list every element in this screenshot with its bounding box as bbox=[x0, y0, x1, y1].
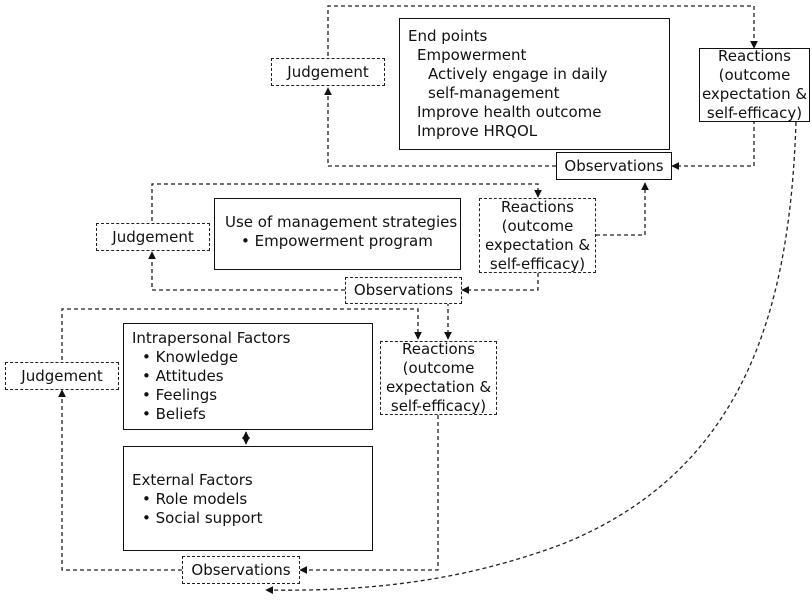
intrapersonal-factors-box: Intrapersonal Factors Knowledge Attitude… bbox=[123, 323, 373, 430]
observations-label: Observations bbox=[564, 156, 664, 175]
judgement-box-top: Judgement bbox=[271, 58, 385, 86]
observations-box-top: Observations bbox=[556, 152, 672, 180]
judgement-label: Judgement bbox=[21, 366, 103, 385]
arrow-observations-top-to-judgement-top bbox=[324, 87, 556, 167]
reactions-line-3: expectation & bbox=[385, 378, 492, 396]
endpoints-item-empowerment: Empowerment bbox=[417, 46, 527, 64]
reactions-line-4: self-efficacy) bbox=[706, 104, 803, 122]
intrapersonal-item-feelings: Feelings bbox=[132, 386, 372, 405]
judgement-label: Judgement bbox=[287, 62, 369, 81]
reactions-box-top: Reactions (outcome expectation & self-ef… bbox=[699, 47, 810, 122]
reactions-line-4: self-efficacy) bbox=[390, 397, 487, 415]
arrow-judgement-bottom-to-reactions-bottom bbox=[61, 308, 422, 360]
intrapersonal-item-knowledge: Knowledge bbox=[132, 348, 372, 367]
reactions-line-2: (outcome bbox=[501, 216, 574, 235]
reactions-box-middle: Reactions (outcome expectation & self-ef… bbox=[479, 198, 596, 273]
intrapersonal-title: Intrapersonal Factors bbox=[132, 329, 291, 347]
endpoints-item-health-outcome: Improve health outcome bbox=[417, 103, 602, 121]
endpoints-item-hrqol: Improve HRQOL bbox=[417, 122, 538, 140]
external-factors-box: External Factors Role models Social supp… bbox=[123, 446, 373, 551]
reactions-line-2: (outcome bbox=[402, 359, 475, 377]
arrow-reactions-bottom-to-observations-bottom bbox=[299, 415, 439, 574]
arrow-judgement-top-to-reactions-top bbox=[327, 5, 758, 56]
external-item-social-support: Social support bbox=[132, 509, 372, 528]
reactions-line-1: Reactions bbox=[501, 197, 574, 216]
observations-box-middle: Observations bbox=[345, 277, 462, 304]
reactions-line-1: Reactions bbox=[718, 47, 791, 65]
observations-label: Observations bbox=[353, 281, 454, 299]
external-item-role-models: Role models bbox=[132, 490, 372, 509]
arrow-reactions-top-to-observations-top bbox=[671, 120, 755, 170]
judgement-box-bottom: Judgement bbox=[5, 362, 119, 390]
reactions-box-bottom: Reactions (outcome expectation & self-ef… bbox=[380, 340, 497, 415]
endpoints-item-engage: Actively engage in daily bbox=[428, 65, 608, 83]
management-box: Use of management strategies Empowerment… bbox=[214, 198, 461, 270]
management-item-empowerment-program: Empowerment program bbox=[225, 232, 460, 251]
reactions-line-1: Reactions bbox=[402, 340, 475, 358]
judgement-box-middle: Judgement bbox=[96, 223, 210, 251]
reactions-line-3: expectation & bbox=[701, 85, 808, 103]
observations-box-bottom: Observations bbox=[182, 556, 300, 584]
arrow-observations-top-to-reactions-mid bbox=[151, 183, 542, 221]
arrow-observations-bottom-to-judgement-bottom bbox=[58, 389, 182, 571]
management-title: Use of management strategies bbox=[225, 213, 458, 231]
arrow-observations-mid-to-judgement-mid bbox=[148, 251, 345, 291]
endpoints-title: End points bbox=[408, 27, 488, 45]
endpoints-box: End points Empowerment Actively engage i… bbox=[399, 18, 670, 150]
reactions-line-2: (outcome bbox=[718, 66, 791, 84]
intrapersonal-item-attitudes: Attitudes bbox=[132, 367, 372, 386]
observations-label: Observations bbox=[191, 560, 291, 579]
reactions-line-4: self-efficacy) bbox=[489, 254, 586, 273]
intrapersonal-item-beliefs: Beliefs bbox=[132, 405, 372, 424]
arrow-reactions-mid-to-observations-mid bbox=[461, 273, 539, 294]
judgement-label: Judgement bbox=[112, 227, 194, 246]
external-title: External Factors bbox=[132, 471, 253, 489]
arrow-reactions-mid-to-observations-top bbox=[596, 182, 649, 236]
reactions-line-3: expectation & bbox=[484, 235, 591, 254]
endpoints-item-self-management: self-management bbox=[428, 84, 560, 102]
